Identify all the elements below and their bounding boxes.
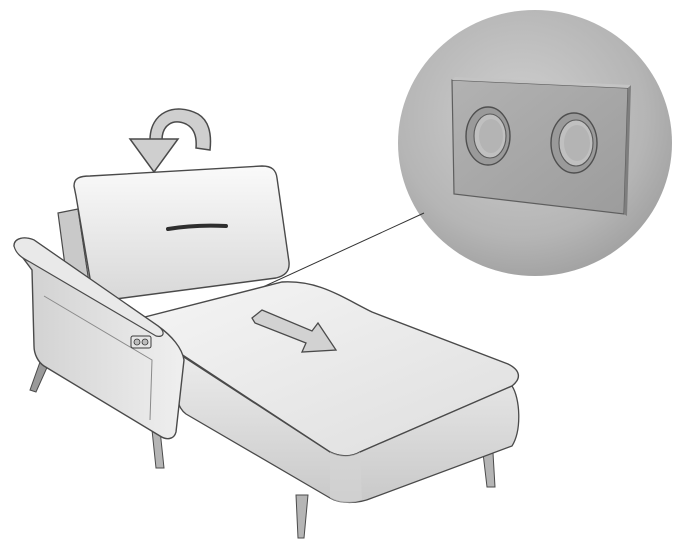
backrest-cushion bbox=[73, 165, 290, 301]
control-buttons-callout-icon bbox=[398, 10, 672, 276]
seat-base bbox=[174, 350, 520, 504]
legs bbox=[29, 361, 496, 539]
slide-out-arrow-icon bbox=[251, 309, 338, 353]
armrest bbox=[13, 237, 185, 440]
rotate-backrest-arrow-icon bbox=[128, 108, 212, 174]
